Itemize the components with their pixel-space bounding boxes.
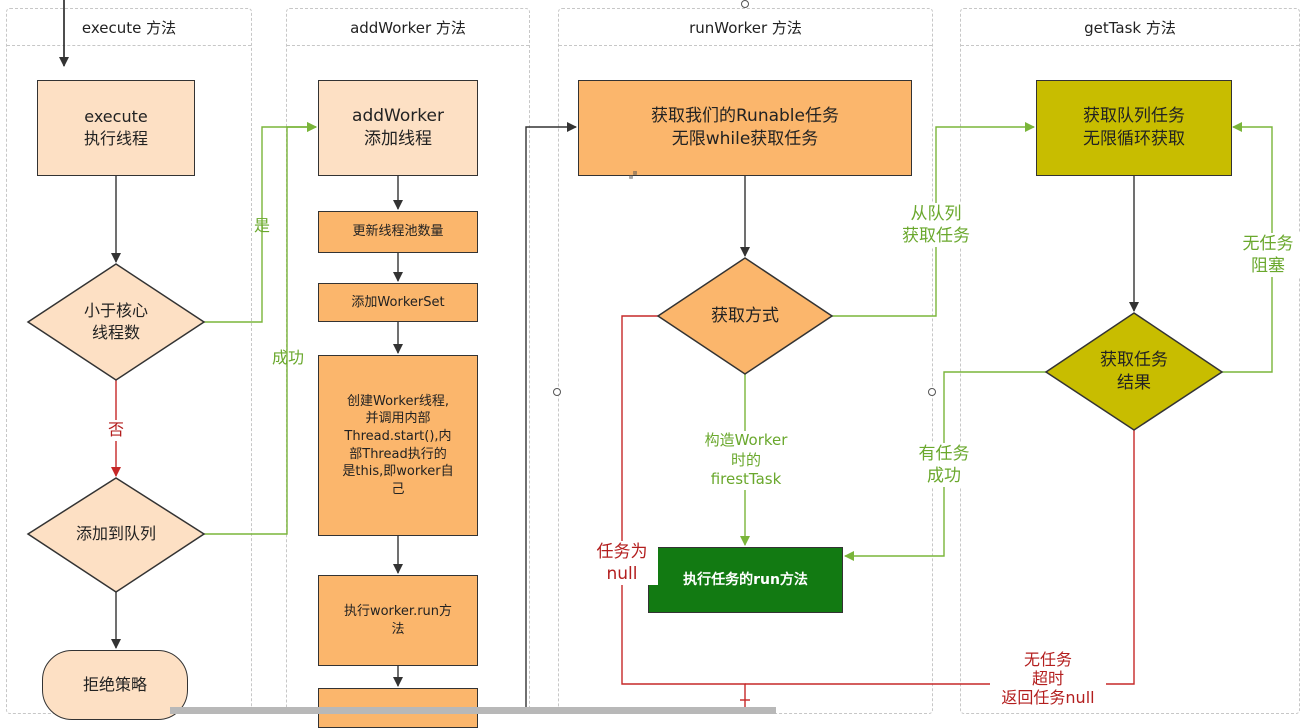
- label-first-task: 构造Worker 时的 firestTask: [692, 431, 800, 490]
- lane-gettask: getTask 方法: [960, 8, 1300, 714]
- label-has-task: 有任务 成功: [906, 443, 982, 488]
- decision-add-to-queue: [26, 477, 206, 593]
- lane-title-execute: execute 方法: [7, 9, 251, 46]
- add-workerset-box: 添加WorkerSet: [318, 283, 478, 322]
- resize-handle-left[interactable]: [553, 388, 561, 396]
- label-success: 成功: [271, 348, 304, 367]
- decision-fetch-mode: [656, 257, 834, 375]
- lane-title-gettask: getTask 方法: [961, 9, 1299, 46]
- arrow-gt-timeout: [745, 430, 1135, 685]
- resize-handle-top[interactable]: [741, 0, 749, 8]
- decision-fetch-mode-label: 获取方式: [711, 305, 779, 326]
- label-task-null: 任务为 null: [586, 541, 658, 586]
- label-timeout-null: 无任务 超时 返回任务null: [990, 650, 1106, 708]
- runworker-top-box: 获取我们的Runable任务 无限while获取任务: [578, 80, 912, 176]
- decision-core-label: 小于核心 线程数: [83, 301, 148, 342]
- label-from-queue: 从队列 获取任务: [890, 203, 982, 248]
- exec-task-run-box: 执行任务的run方法: [648, 547, 843, 613]
- label-no: 否: [102, 420, 130, 441]
- gettask-top-box: 获取队列任务 无限循环获取: [1036, 80, 1232, 176]
- arrow-into-runworker: [525, 122, 577, 714]
- run-worker-box: 执行worker.run方 法: [318, 575, 478, 666]
- decision-queue-label: 添加到队列: [75, 524, 156, 544]
- decision-core-threads: [26, 263, 206, 381]
- decision-task-result: [1044, 312, 1224, 431]
- addworker-box: addWorker 添加线程: [318, 80, 478, 176]
- execute-start-box: execute 执行线程: [37, 80, 195, 176]
- reject-policy-box: 拒绝策略: [42, 650, 188, 720]
- lane-title-addworker: addWorker 方法: [287, 9, 529, 46]
- create-worker-box: 创建Worker线程, 并调用内部 Thread.start(),内 部Thre…: [318, 355, 478, 536]
- resize-handle-right[interactable]: [928, 388, 936, 396]
- arrow-rw-task-null: [621, 315, 746, 714]
- update-count-box: 更新线程池数量: [318, 211, 478, 253]
- decision-task-result-label: 获取任务 结果: [1100, 350, 1168, 393]
- arrow-queue-success: [204, 122, 317, 535]
- label-no-task-block: 无任务 阻塞: [1236, 233, 1300, 278]
- horizontal-scrollbar[interactable]: [170, 707, 776, 714]
- lane-title-runworker: runWorker 方法: [559, 9, 932, 46]
- label-yes: 是: [253, 216, 270, 235]
- lane-runworker: runWorker 方法: [558, 8, 933, 714]
